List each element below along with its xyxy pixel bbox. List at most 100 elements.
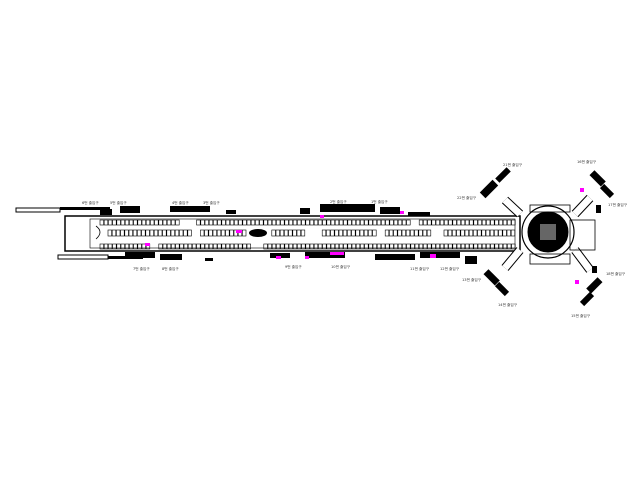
shop-unit <box>204 219 209 226</box>
exit-label: 1번 출입구 <box>371 199 388 204</box>
seat-unit <box>170 229 175 237</box>
seat-unit <box>174 229 180 237</box>
shop-unit <box>271 243 277 250</box>
shop-unit <box>196 219 201 226</box>
shop-unit <box>183 243 188 250</box>
shop-unit <box>318 243 323 250</box>
exit-label: 3번 출입구 <box>203 200 220 205</box>
shop-unit <box>448 243 453 250</box>
seat-unit <box>481 229 486 237</box>
shop-unit <box>242 243 247 250</box>
seat-unit <box>351 229 356 237</box>
exit-labels: 6번 출입구 5번 출입구 4번 출입구 3번 출입구 2번 출입구 1번 출입… <box>82 159 628 318</box>
seat-unit <box>410 229 415 237</box>
shop-unit <box>108 243 113 250</box>
shop-unit <box>208 243 214 250</box>
shop-unit <box>259 219 264 226</box>
shop-unit <box>284 219 289 226</box>
shop-unit <box>456 219 461 226</box>
shop-unit <box>435 219 440 226</box>
shop-unit <box>158 243 163 250</box>
shop-unit <box>116 219 121 226</box>
shop-unit <box>498 219 503 226</box>
shop-unit <box>452 243 457 250</box>
shop-unit <box>120 243 125 250</box>
shop-unit <box>465 219 470 226</box>
seat-unit <box>397 229 402 237</box>
shop-unit <box>116 243 121 250</box>
exit-label: 7번 출입구 <box>133 266 150 271</box>
shop-unit <box>124 219 130 226</box>
seat-unit <box>321 229 327 237</box>
shop-unit <box>187 243 193 250</box>
shop-unit <box>171 243 176 250</box>
shop-unit <box>297 219 302 226</box>
shop-unit <box>368 219 373 226</box>
seat-unit <box>208 229 213 237</box>
shop-unit <box>431 219 436 226</box>
shop-unit <box>217 243 222 250</box>
seat-unit <box>456 229 461 237</box>
seat-unit <box>116 229 121 237</box>
shop-unit <box>196 243 201 250</box>
shop-unit <box>238 243 243 250</box>
shop-unit <box>326 219 331 226</box>
shop-unit <box>431 243 436 250</box>
shop-unit <box>372 219 377 226</box>
seat-unit <box>149 229 154 237</box>
shop-unit <box>372 243 377 250</box>
shop-unit <box>267 243 272 250</box>
shop-unit <box>322 243 327 250</box>
seat-unit <box>212 229 217 237</box>
seat-unit <box>107 229 112 237</box>
shop-unit <box>145 219 151 226</box>
shop-unit <box>397 219 403 226</box>
shop-unit <box>103 243 109 250</box>
seat-unit <box>405 229 411 237</box>
seat-unit <box>384 229 390 237</box>
seat-unit <box>359 229 364 237</box>
shop-unit <box>150 219 155 226</box>
shop-unit <box>154 219 159 226</box>
seat-unit <box>225 229 230 237</box>
shop-unit <box>507 243 512 250</box>
shop-unit <box>208 219 214 226</box>
shop-unit <box>166 243 172 250</box>
shop-unit <box>213 243 218 250</box>
shop-unit <box>288 243 293 250</box>
seat-unit <box>510 229 516 237</box>
shop-unit <box>402 219 407 226</box>
shop-unit <box>246 219 251 226</box>
seat-unit <box>342 229 348 237</box>
shop-unit <box>271 219 277 226</box>
shop-unit <box>313 219 319 226</box>
shop-unit <box>99 243 104 250</box>
shop-unit <box>343 219 348 226</box>
seat-unit <box>330 229 335 237</box>
shop-unit <box>221 219 226 226</box>
shop-unit <box>427 219 432 226</box>
shop-unit <box>364 243 369 250</box>
shop-unit <box>162 219 167 226</box>
seat-unit <box>464 229 469 237</box>
shop-unit <box>263 243 268 250</box>
shop-unit <box>129 219 134 226</box>
shop-unit <box>225 243 230 250</box>
hub <box>479 167 615 307</box>
seat-unit <box>401 229 406 237</box>
shop-unit <box>418 219 424 226</box>
shop-unit <box>129 243 134 250</box>
shop-unit <box>288 219 293 226</box>
shop-unit <box>511 219 516 226</box>
shop-unit <box>444 219 449 226</box>
shop-unit <box>347 219 352 226</box>
shop-unit <box>456 243 461 250</box>
shop-unit <box>360 243 365 250</box>
seat-unit <box>216 229 222 237</box>
seat-unit <box>300 229 306 237</box>
seat-unit <box>414 229 419 237</box>
shop-unit <box>351 243 356 250</box>
shop-unit <box>481 243 487 250</box>
seat-unit <box>443 229 448 237</box>
exit-label: 10번 출입구 <box>331 264 351 269</box>
